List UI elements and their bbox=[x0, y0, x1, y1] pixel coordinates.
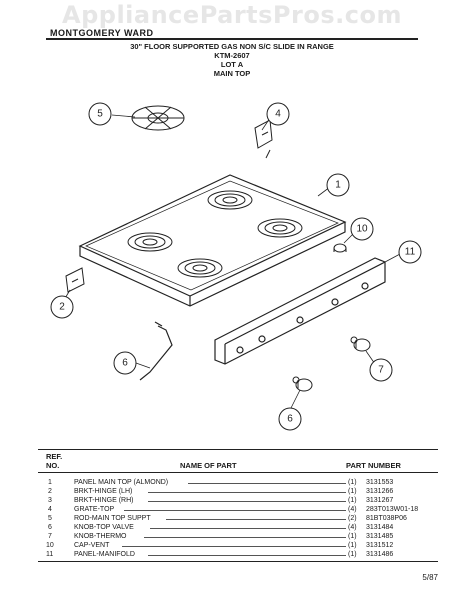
row-qty: (4) bbox=[348, 524, 357, 531]
table-row: 10 CAP-VENT (1) 3131512 bbox=[38, 541, 438, 550]
footer-date: 5/87 bbox=[422, 573, 438, 582]
row-part: 3131486 bbox=[366, 551, 394, 558]
row-ref: 1 bbox=[48, 479, 52, 486]
callout-label-5: 6 bbox=[122, 358, 128, 369]
col-name-header: NAME OF PART bbox=[180, 461, 237, 470]
brand-label: MONTGOMERY WARD bbox=[50, 28, 154, 38]
callout-1 bbox=[326, 173, 350, 197]
row-part: 81BT038P06 bbox=[366, 515, 407, 522]
callout-3 bbox=[266, 102, 290, 126]
hinge-bracket-lh bbox=[65, 267, 85, 293]
row-part: 3131266 bbox=[366, 488, 394, 495]
table-bottom-rule bbox=[38, 561, 438, 562]
callout-label-2: 2 bbox=[59, 302, 65, 313]
table-row: 1 PANEL MAIN TOP (ALMOND) (1) 3131553 bbox=[38, 478, 438, 487]
row-part: 3131484 bbox=[366, 524, 394, 531]
table-row: 4 GRATE-TOP (4) 283T013W01-18 bbox=[38, 505, 438, 514]
main-top-panel bbox=[78, 174, 347, 307]
row-name: CAP-VENT bbox=[74, 542, 110, 549]
watermark: AppliancePartsPros.com bbox=[62, 1, 402, 29]
row-ref: 7 bbox=[48, 533, 52, 540]
table-row: 11 PANEL-MANIFOLD (1) 3131486 bbox=[38, 550, 438, 559]
row-qty: (2) bbox=[348, 515, 357, 522]
row-ref: 2 bbox=[48, 488, 52, 495]
header-section: MAIN TOP bbox=[213, 69, 251, 78]
table-row: 7 KNOB-THERMO (1) 3131485 bbox=[38, 532, 438, 541]
callout-4 bbox=[88, 102, 112, 126]
callout-label-7: 7 bbox=[378, 365, 384, 376]
row-qty: (1) bbox=[348, 542, 357, 549]
row-part: 3131485 bbox=[366, 533, 394, 540]
callout-10 bbox=[350, 217, 374, 241]
manifold-panel bbox=[214, 257, 386, 365]
row-ref: 5 bbox=[48, 515, 52, 522]
row-ref: 10 bbox=[46, 542, 54, 549]
row-ref: 3 bbox=[48, 497, 52, 504]
callout-label-4: 5 bbox=[97, 109, 103, 120]
row-ref: 11 bbox=[46, 551, 54, 558]
row-qty: (1) bbox=[348, 551, 357, 558]
hinge-bracket-rh bbox=[254, 119, 273, 159]
callout-7 bbox=[369, 358, 393, 382]
row-name: KNOB-THERMO bbox=[74, 533, 127, 540]
callout-label-6: 6 bbox=[287, 414, 293, 425]
header-title: 30" FLOOR SUPPORTED GAS NON S/C SLIDE IN… bbox=[130, 42, 334, 51]
callout-label-1: 1 bbox=[335, 180, 341, 191]
row-ref: 4 bbox=[48, 506, 52, 513]
header-model: KTM-2607 bbox=[214, 51, 250, 60]
row-part: 283T013W01-18 bbox=[366, 506, 419, 513]
row-name: GRATE-TOP bbox=[74, 506, 115, 513]
grate-top bbox=[131, 105, 185, 131]
table-row: 6 KNOB-TOP VALVE (4) 3131484 bbox=[38, 523, 438, 532]
burner-left-rear bbox=[127, 232, 173, 252]
row-name: PANEL MAIN TOP (ALMOND) bbox=[74, 479, 169, 486]
row-qty: (1) bbox=[348, 479, 357, 486]
knob-thermo bbox=[350, 336, 371, 352]
header-rule bbox=[46, 38, 418, 40]
callout-5 bbox=[113, 351, 137, 375]
row-qty: (1) bbox=[348, 488, 357, 495]
row-qty: (1) bbox=[348, 533, 357, 540]
row-name: ROD-MAIN TOP SUPPT bbox=[74, 515, 151, 522]
callout-6 bbox=[278, 407, 302, 431]
knob-top-valve bbox=[292, 376, 313, 392]
header-lot: LOT A bbox=[220, 60, 244, 69]
burner-right-front bbox=[257, 218, 303, 238]
table-top-rule bbox=[38, 449, 438, 450]
burner-right-rear bbox=[207, 190, 253, 210]
col-part-header: PART NUMBER bbox=[346, 461, 401, 470]
vent-cap bbox=[333, 243, 347, 253]
callout-label-3: 4 bbox=[275, 109, 281, 120]
row-ref: 6 bbox=[48, 524, 52, 531]
table-row: 2 BRKT-HINGE (LH) (1) 3131266 bbox=[38, 487, 438, 496]
exploded-parts-diagram: 5 4 1 10 11 2 6 7 6 bbox=[50, 102, 422, 431]
burner-left-front bbox=[177, 258, 223, 278]
row-part: 3131512 bbox=[366, 542, 394, 549]
callout-11 bbox=[398, 240, 422, 264]
callout-2 bbox=[50, 295, 74, 319]
callout-label-11: 11 bbox=[405, 247, 416, 258]
row-name: PANEL-MANIFOLD bbox=[74, 551, 135, 558]
callout-label-10: 10 bbox=[356, 224, 368, 235]
row-qty: (1) bbox=[348, 497, 357, 504]
row-qty: (4) bbox=[348, 506, 357, 513]
col-ref-header-line1: REF. bbox=[46, 452, 63, 461]
row-part: 3131553 bbox=[366, 479, 394, 486]
table-row: 5 ROD-MAIN TOP SUPPT (2) 81BT038P06 bbox=[38, 514, 438, 523]
row-name: KNOB-TOP VALVE bbox=[74, 524, 134, 531]
row-name: BRKT-HINGE (RH) bbox=[74, 497, 134, 504]
col-ref-header-line2: NO. bbox=[46, 461, 60, 470]
row-part: 3131267 bbox=[366, 497, 394, 504]
table-header-rule bbox=[38, 472, 438, 473]
support-rod bbox=[139, 321, 173, 381]
row-name: BRKT-HINGE (LH) bbox=[74, 488, 133, 495]
table-row: 3 BRKT-HINGE (RH) (1) 3131267 bbox=[38, 496, 438, 505]
